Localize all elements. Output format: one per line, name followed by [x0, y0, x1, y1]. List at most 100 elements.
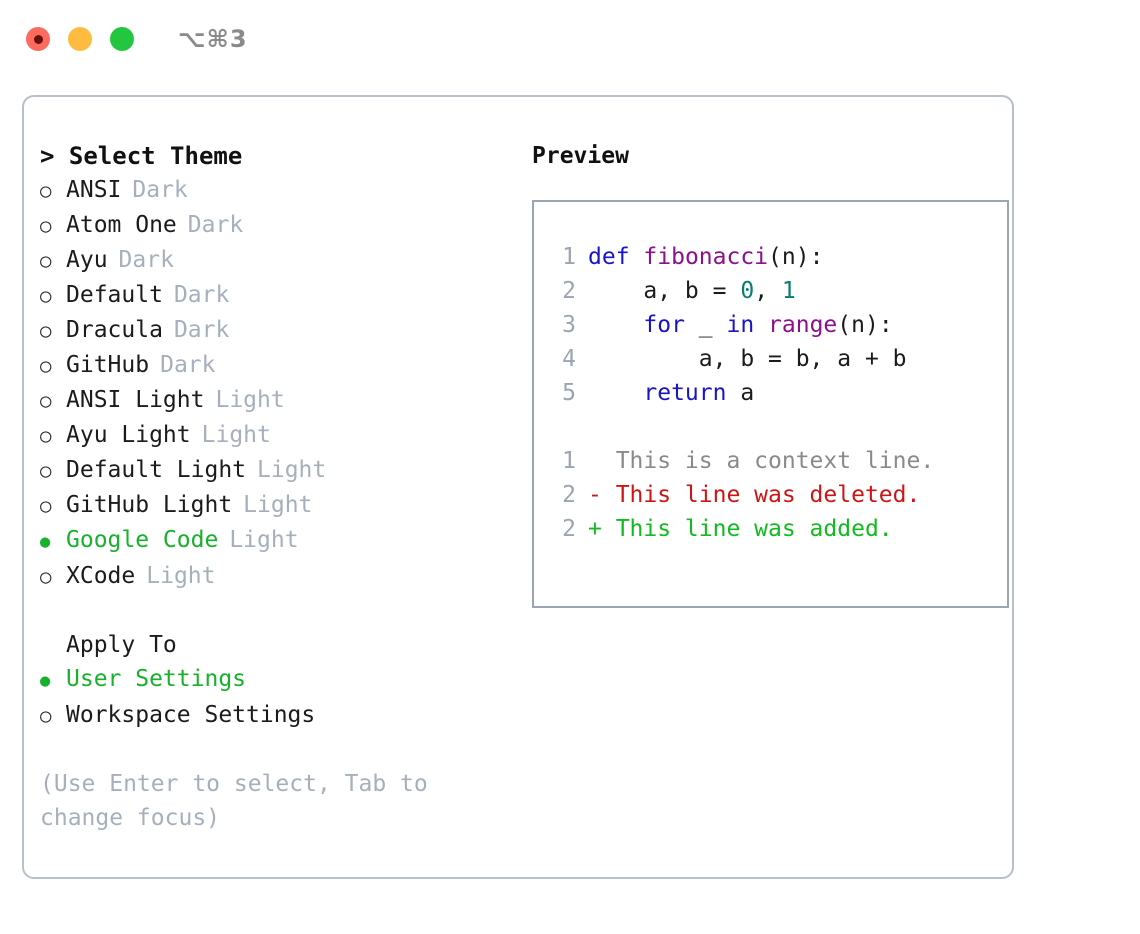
- code-line-number: 2: [562, 278, 576, 304]
- diff-line-number: 2: [562, 482, 576, 508]
- title-bar: ⌥⌘3: [0, 0, 1140, 78]
- code-line: 3 for _ in range(n):: [546, 308, 1007, 342]
- select-theme-heading: > Select Theme: [40, 142, 243, 170]
- theme-variant-badge: Light: [243, 492, 313, 518]
- radio-empty-icon: ○: [40, 285, 52, 307]
- apply-to-item[interactable]: ○Workspace Settings: [40, 698, 510, 733]
- radio-empty-icon: ○: [40, 180, 52, 202]
- diff-line-content-ctx: This is a context line.: [588, 448, 935, 474]
- code-token-plain: a, b =: [588, 278, 741, 304]
- radio-selected-icon: ●: [40, 532, 51, 552]
- code-token-plain: ,: [754, 278, 782, 304]
- keyboard-hint-text: (Use Enter to select, Tab to change focu…: [40, 771, 442, 831]
- maximize-button[interactable]: [110, 27, 134, 51]
- theme-variant-badge: Dark: [173, 282, 230, 308]
- theme-variant-badge: Light: [229, 527, 299, 553]
- code-diff-separator: [546, 410, 1007, 444]
- theme-variant-badge: Dark: [187, 212, 244, 238]
- recording-dot-icon: [33, 34, 43, 44]
- theme-name-label: Atom One: [66, 212, 177, 238]
- diff-line-content-del: - This line was deleted.: [588, 482, 921, 508]
- theme-name-label: Default Light: [66, 457, 247, 483]
- apply-to-label: User Settings: [66, 666, 247, 692]
- theme-list-item[interactable]: ○ Default Light Light: [40, 453, 510, 488]
- code-line: 2 a, b = 0, 1: [546, 274, 1007, 308]
- apply-to-item[interactable]: ● User Settings: [40, 662, 510, 698]
- code-token-fn: fibonacci: [643, 244, 769, 270]
- code-token-plain: [754, 312, 768, 338]
- theme-name-label: ANSI Light: [66, 387, 205, 413]
- theme-variant-badge: Light: [146, 563, 216, 589]
- code-line-number: 3: [562, 312, 576, 338]
- apply-to-list: ● User Settings ○Workspace Settings: [40, 662, 510, 733]
- code-line: 1 def fibonacci(n):: [546, 240, 1007, 274]
- code-token-plain: (n):: [768, 244, 824, 270]
- theme-variant-badge: Dark: [118, 247, 174, 273]
- diff-line-number: 2: [562, 516, 576, 542]
- code-line-content: return a: [588, 376, 754, 410]
- radio-empty-icon: ○: [40, 566, 52, 588]
- radio-selected-icon: ●: [40, 671, 51, 691]
- theme-name-label: GitHub: [66, 352, 150, 378]
- theme-name-label: Ayu Light: [66, 422, 191, 448]
- code-token-kw: in: [726, 312, 755, 338]
- radio-empty-icon: ○: [40, 460, 52, 482]
- apply-to-heading: Apply To: [66, 632, 177, 658]
- theme-list-item[interactable]: ○ Atom One Dark: [40, 208, 510, 243]
- theme-name-label: Dracula: [66, 317, 163, 343]
- theme-variant-badge: Dark: [173, 317, 230, 343]
- code-token-plain: a, b = b, a + b: [588, 346, 907, 372]
- theme-name-label: ANSI: [66, 177, 122, 203]
- minimize-button[interactable]: [68, 27, 92, 51]
- radio-empty-icon: ○: [40, 215, 52, 237]
- theme-variant-badge: Light: [201, 422, 271, 448]
- radio-empty-icon: ○: [40, 705, 52, 727]
- code-line-number: 5: [562, 380, 576, 406]
- code-token-plain: _: [684, 312, 727, 338]
- theme-list-item[interactable]: ○ Ayu Light Light: [40, 418, 510, 453]
- keyboard-shortcut-label: ⌥⌘3: [178, 25, 248, 53]
- code-line: 4 a, b = b, a + b: [546, 342, 1007, 376]
- code-token-plain: [588, 380, 643, 406]
- theme-list-item[interactable]: ○ Default Dark: [40, 278, 510, 313]
- theme-list-item[interactable]: ○ Ayu Dark: [40, 243, 510, 278]
- code-token-num: 0: [740, 278, 755, 304]
- radio-empty-icon: ○: [40, 495, 52, 517]
- code-token-kw: def: [588, 244, 630, 270]
- code-line-content: a, b = 0, 1: [588, 274, 795, 308]
- diff-line: 1 This is a context line.: [546, 444, 1007, 478]
- radio-empty-icon: ○: [40, 250, 52, 272]
- theme-list-item[interactable]: ○ GitHub Light Light: [40, 488, 510, 523]
- code-token-plain: (n):: [837, 312, 893, 338]
- theme-variant-badge: Dark: [160, 352, 216, 378]
- theme-name-label: Default: [66, 282, 163, 308]
- theme-name-label: Ayu: [66, 247, 108, 273]
- diff-sample: 1 This is a context line. 2 - This line wa…: [546, 444, 1007, 546]
- theme-variant-badge: Dark: [132, 177, 188, 203]
- theme-list-item[interactable]: ○ ANSI Dark: [40, 173, 510, 208]
- theme-variant-badge: Light: [257, 457, 327, 483]
- code-line-number: 1: [562, 244, 576, 270]
- radio-empty-icon: ○: [40, 390, 52, 412]
- diff-line: 2+ This line was added.: [546, 512, 1007, 546]
- preview-title: Preview: [532, 143, 629, 169]
- code-token-plain: [630, 244, 644, 270]
- code-line-content: a, b = b, a + b: [588, 342, 907, 376]
- close-button[interactable]: [26, 27, 50, 51]
- code-line: 5 return a: [546, 376, 1007, 410]
- theme-name-label: GitHub Light: [66, 492, 233, 518]
- code-line-number: 4: [562, 346, 576, 372]
- radio-empty-icon: ○: [40, 425, 52, 447]
- code-token-fn: range: [768, 312, 838, 338]
